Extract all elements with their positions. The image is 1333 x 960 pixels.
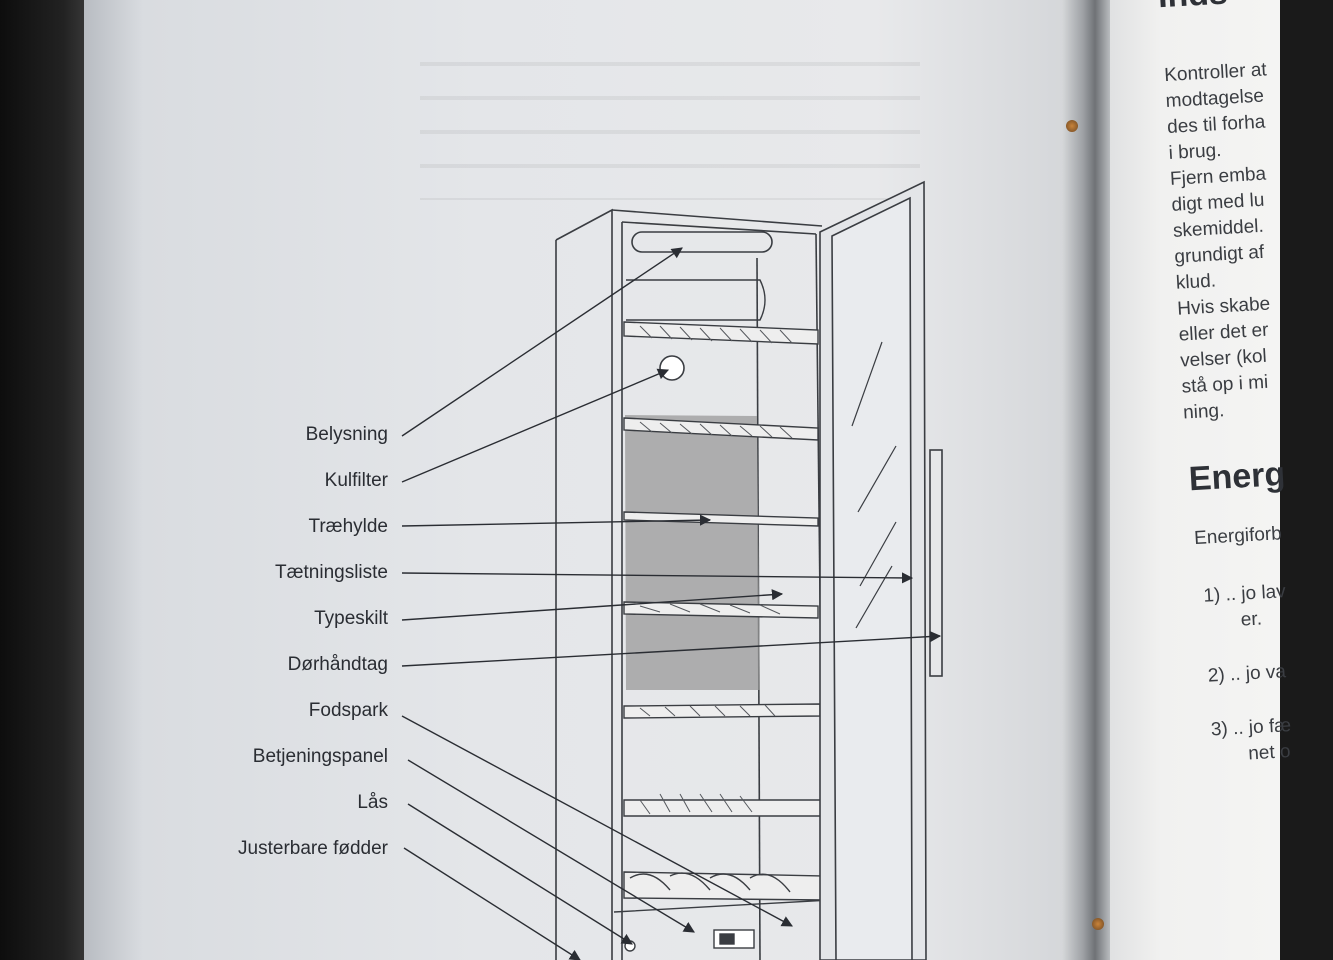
fridge-door [819, 180, 943, 960]
fan-housing [626, 279, 766, 321]
label-fodspark: Fodspark [308, 700, 388, 721]
show-through-text [420, 40, 920, 200]
label-taetningsliste: Tætningsliste [275, 562, 388, 583]
right-page: Inds Kontroller at modtagelse des til fo… [1110, 0, 1292, 960]
label-dorhandtag: Dørhåndtag [287, 654, 388, 675]
label-las: Lås [357, 792, 388, 813]
wine-fridge-diagram [401, 180, 943, 960]
back-panel [625, 415, 760, 690]
filter-icon [659, 355, 685, 381]
staple [1092, 918, 1104, 930]
light-bar [631, 231, 773, 253]
shelf-slats [639, 325, 793, 815]
door-handle [929, 449, 943, 677]
label-belysning: Belysning [305, 424, 388, 445]
bottom-rack [623, 871, 827, 901]
label-justerbare-fodder: Justerbare fødder [238, 838, 388, 859]
label-kulfilter: Kulfilter [324, 470, 388, 491]
leader-lines [401, 247, 942, 960]
label-betjeningspanel: Betjeningspanel [252, 746, 388, 767]
label-traehylde: Træhylde [308, 516, 388, 537]
desk-background [0, 0, 90, 960]
base [613, 899, 831, 960]
staple [1066, 120, 1078, 132]
label-typeskilt: Typeskilt [314, 608, 388, 629]
